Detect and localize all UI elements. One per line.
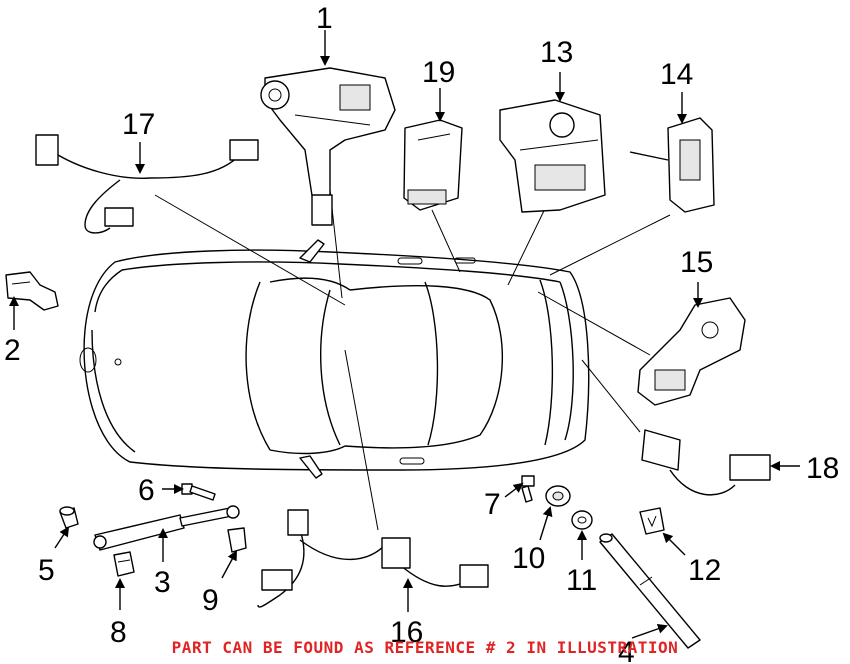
callout-12: 12 [688, 554, 721, 587]
part-3-drawing [93, 505, 240, 551]
part-13-drawing [499, 99, 606, 213]
callout-5: 5 [38, 554, 55, 587]
part-5-drawing [59, 506, 79, 529]
part-9-drawing [227, 527, 247, 553]
callout-6: 6 [138, 474, 155, 507]
part-18-drawing [641, 429, 771, 496]
reference-note: PART CAN BE FOUND AS REFERENCE # 2 IN IL… [171, 638, 679, 657]
part-11-drawing [571, 510, 593, 530]
callout-9: 9 [202, 584, 219, 617]
callout-1: 1 [316, 2, 333, 35]
callout-15: 15 [680, 246, 713, 279]
callout-3: 3 [154, 566, 171, 599]
part-8-drawing [113, 551, 135, 577]
callout-8: 8 [110, 616, 127, 649]
callout-arrows [9, 30, 800, 639]
callout-7: 7 [484, 488, 501, 521]
callout-labels: 1 2 3 4 5 6 7 8 9 10 11 12 13 14 15 16 1… [4, 2, 839, 664]
part-1-drawing [260, 67, 396, 226]
part-16-drawing [257, 509, 489, 608]
callout-13: 13 [540, 36, 573, 69]
callout-18: 18 [806, 452, 839, 485]
leader-lines [154, 187, 671, 531]
part-15-drawing [637, 297, 746, 406]
part-17-drawing [35, 134, 259, 234]
part-14-drawing [629, 117, 715, 213]
callout-17: 17 [122, 108, 155, 141]
part-7-drawing [521, 475, 535, 503]
callout-2: 2 [4, 334, 21, 367]
callout-19: 19 [422, 56, 455, 89]
callout-4: 4 [618, 636, 635, 664]
callout-16: 16 [390, 616, 423, 649]
part-6-drawing [181, 483, 216, 501]
part-19-drawing [403, 119, 463, 211]
part-12-drawing [639, 507, 665, 535]
callout-14: 14 [660, 58, 693, 91]
callout-10: 10 [512, 542, 545, 575]
part-4-drawing [599, 533, 701, 649]
part-10-drawing [545, 485, 571, 507]
callout-11: 11 [566, 564, 597, 597]
